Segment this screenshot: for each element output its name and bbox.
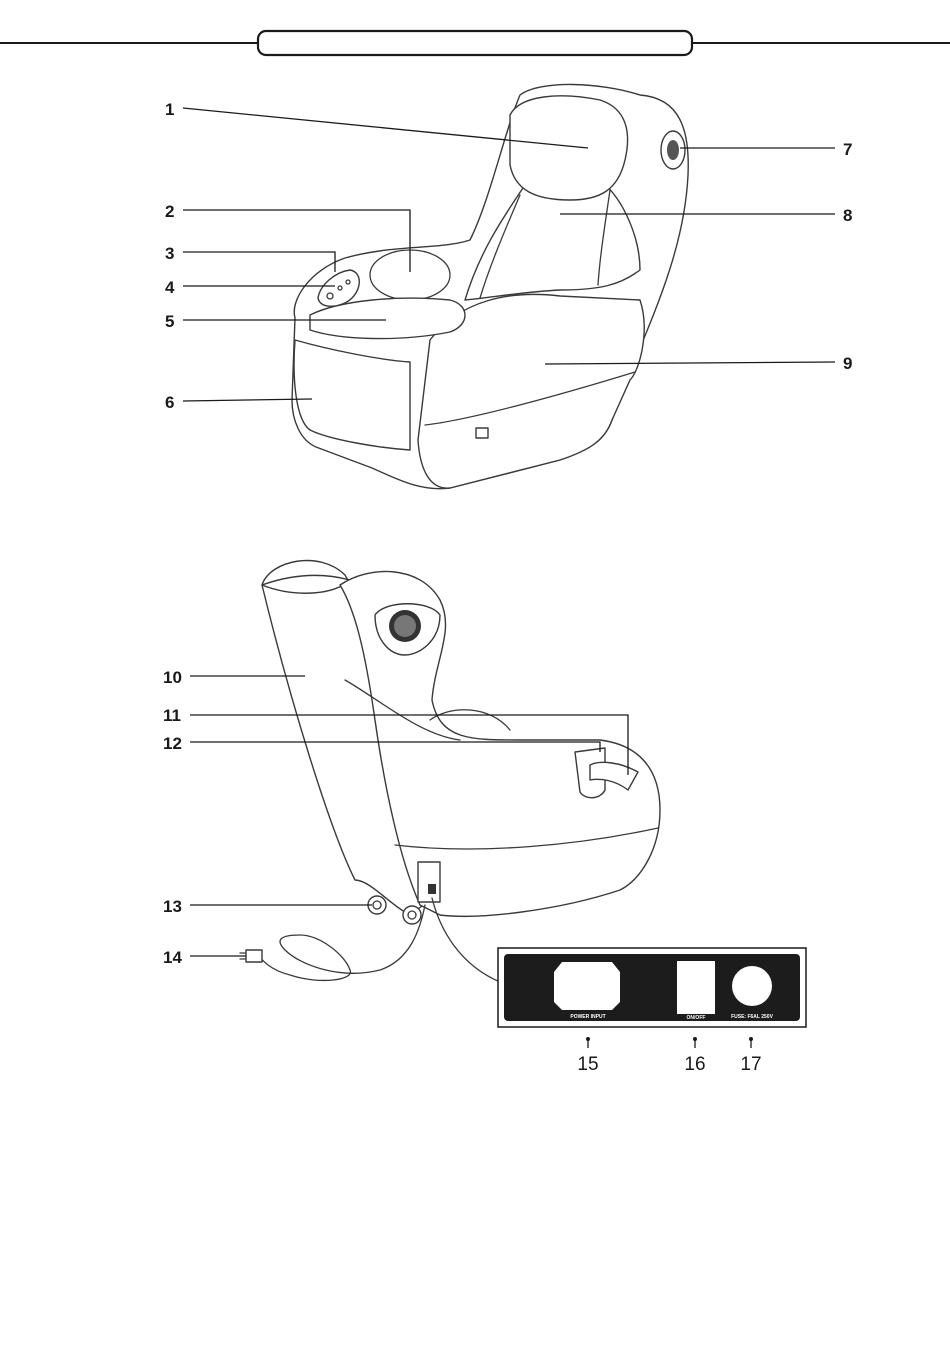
chair-front-drawing (292, 84, 688, 488)
plug (246, 950, 262, 962)
rear-power-box (418, 862, 440, 902)
callout-8: 8 (843, 206, 852, 225)
callout-16: 16 (684, 1054, 705, 1075)
power-input-socket (554, 962, 620, 1010)
chair-rear-drawing (240, 561, 660, 982)
rear-power-socket (428, 884, 436, 894)
speaker-grille (667, 140, 679, 160)
callout-17: 17 (740, 1054, 761, 1075)
callout-2: 2 (165, 202, 174, 221)
head-pillow (510, 96, 628, 200)
callout-9: 9 (843, 354, 852, 373)
control-panel: POWER INPUT ON/OFF FUSE: F6AL 250V (498, 948, 806, 1027)
fuse-text: FUSE: F6AL 250V (731, 1014, 774, 1020)
speaker-rear-cone (394, 615, 416, 637)
callout-10: 10 (163, 668, 182, 687)
callout-3: 3 (165, 244, 174, 263)
switch-text: ON/OFF (687, 1015, 706, 1021)
panel-callouts (586, 1037, 753, 1048)
fuse-holder (732, 966, 772, 1006)
callout-5: 5 (165, 312, 174, 331)
callout-1: 1 (165, 100, 174, 119)
power-cord (258, 905, 425, 980)
callout-13: 13 (163, 897, 182, 916)
header-title-box (258, 31, 692, 55)
power-input-text: POWER INPUT (570, 1014, 605, 1020)
callout-6: 6 (165, 393, 174, 412)
wheel-right (403, 906, 421, 924)
callout-14: 14 (163, 948, 182, 967)
power-switch (677, 961, 715, 1014)
callout-12: 12 (163, 734, 182, 753)
header-bar (0, 31, 950, 55)
callout-11: 11 (163, 706, 181, 725)
side-clip (476, 428, 488, 438)
callout-7: 7 (843, 140, 852, 159)
callout-15: 15 (577, 1054, 598, 1075)
callout-4: 4 (165, 278, 175, 297)
